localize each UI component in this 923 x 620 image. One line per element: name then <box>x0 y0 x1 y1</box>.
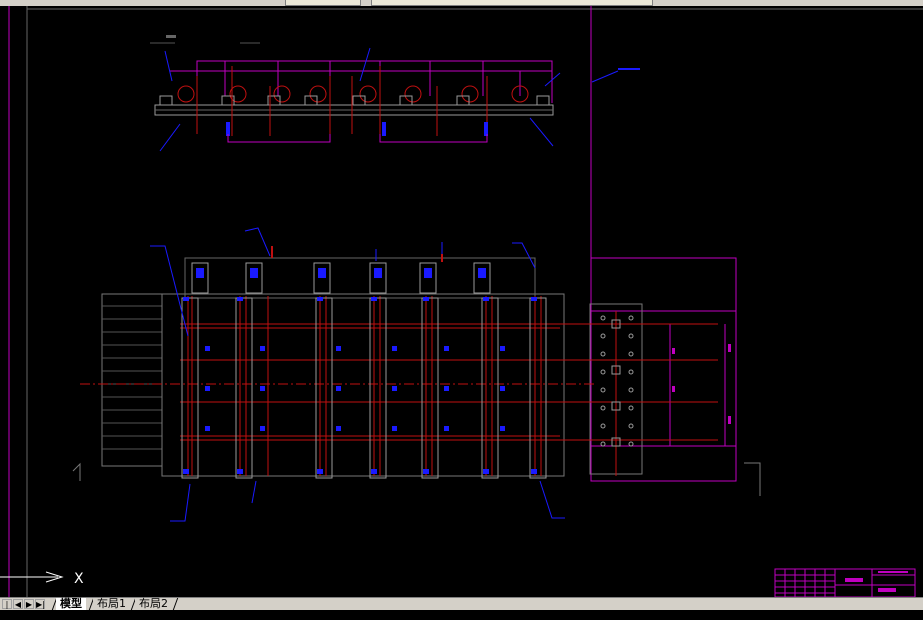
tab-layout2[interactable]: 布局2 <box>135 598 172 610</box>
next-tab-button[interactable]: ▶ <box>24 599 34 609</box>
leader-line <box>591 70 619 83</box>
ucs-icon <box>0 571 64 583</box>
tab-divider <box>172 598 179 610</box>
title-block <box>774 568 916 597</box>
toolbar-dropdown[interactable] <box>285 0 361 6</box>
drawing-canvas[interactable]: X <box>0 6 923 597</box>
toolbar-strip <box>0 0 923 6</box>
ucs-x-label: X <box>74 571 84 587</box>
tab-layout1[interactable]: 布局1 <box>93 598 130 610</box>
tab-model[interactable]: 模型 <box>56 598 86 610</box>
elevation-view <box>150 35 561 152</box>
first-tab-button[interactable]: |◀ <box>2 599 12 619</box>
toolbar-dropdown[interactable] <box>371 0 653 6</box>
plan-view <box>72 227 761 522</box>
layout-tab-bar: |◀ ◀ ▶ ▶| 模型 布局1 布局2 <box>0 597 923 619</box>
last-tab-button[interactable]: ▶| <box>35 599 45 609</box>
prev-tab-button[interactable]: ◀ <box>13 599 23 609</box>
